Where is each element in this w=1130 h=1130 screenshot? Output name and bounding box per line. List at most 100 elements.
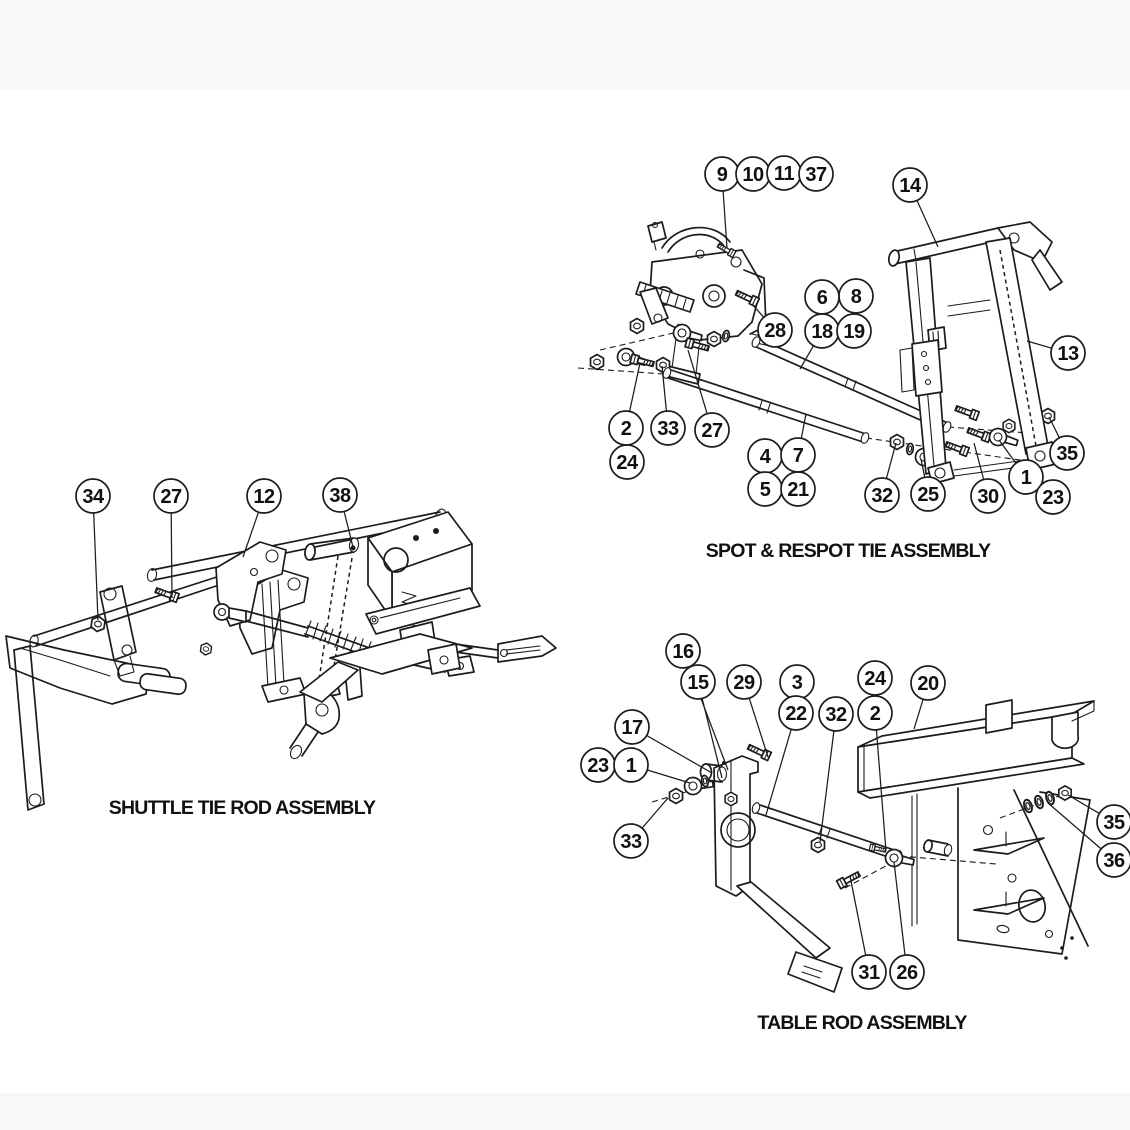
balloon-number: 35 — [1056, 443, 1078, 465]
balloon-circle — [798, 156, 834, 192]
balloon-circle — [650, 410, 686, 446]
callout-balloon-23: 23 — [580, 747, 616, 783]
balloon-number: 15 — [687, 672, 709, 694]
callout-balloon-17: 17 — [614, 709, 650, 745]
balloon-circle — [910, 476, 946, 512]
balloon-number: 11 — [774, 163, 795, 185]
callout-balloon-21: 21 — [780, 471, 816, 507]
callout-leader-29 — [748, 698, 769, 758]
balloon-circle — [153, 478, 189, 514]
balloon-number: 2 — [621, 418, 632, 440]
shuttle-assembly-title: SHUTTLE TIE ROD ASSEMBLY — [109, 797, 376, 819]
balloon-number: 14 — [899, 175, 922, 197]
callout-leader-27 — [687, 349, 708, 414]
callout-balloon-20: 20 — [910, 665, 946, 701]
balloon-number: 2 — [870, 703, 881, 725]
balloon-number: 12 — [253, 486, 275, 508]
balloon-circle — [857, 695, 893, 731]
spot-respot-assembly-title: SPOT & RESPOT TIE ASSEMBLY — [706, 540, 991, 562]
balloon-circle — [1096, 842, 1130, 878]
callout-balloon-24: 24 — [857, 660, 893, 696]
callout-leader-17 — [646, 734, 713, 774]
callout-leader-7 — [800, 413, 807, 439]
callout-leader-15 — [701, 698, 723, 779]
callout-leader-20 — [913, 699, 924, 730]
table-rod-assembly-title: TABLE ROD ASSEMBLY — [757, 1012, 967, 1034]
callout-balloon-33: 33 — [613, 823, 649, 859]
callout-balloon-16: 16 — [665, 633, 701, 669]
balloon-number: 24 — [616, 452, 639, 474]
callout-balloon-3: 3 — [779, 664, 815, 700]
balloon-number: 10 — [742, 164, 764, 186]
balloon-number: 9 — [717, 164, 728, 186]
balloon-circle — [246, 478, 282, 514]
balloon-circle — [836, 313, 872, 349]
balloon-circle — [851, 954, 887, 990]
balloon-circle — [680, 664, 716, 700]
balloon-circle — [970, 478, 1006, 514]
callout-balloon-15: 15 — [680, 664, 716, 700]
balloon-circle — [75, 478, 111, 514]
callout-balloon-27: 27 — [694, 412, 730, 448]
balloon-number: 33 — [657, 418, 679, 440]
balloon-number: 36 — [1103, 850, 1125, 872]
callout-balloon-28: 28 — [757, 312, 793, 348]
callout-balloon-2: 2 — [857, 695, 893, 731]
callout-balloon-22: 22 — [778, 695, 814, 731]
balloon-circle — [864, 477, 900, 513]
balloon-number: 32 — [825, 704, 847, 726]
callout-balloon-24: 24 — [609, 444, 645, 480]
callout-balloon-26: 26 — [889, 954, 925, 990]
balloon-number: 27 — [701, 420, 723, 442]
balloon-number: 23 — [587, 755, 609, 777]
balloon-number: 17 — [621, 717, 643, 739]
callout-balloon-1: 1 — [1008, 459, 1044, 495]
callout-leader-28 — [751, 303, 765, 318]
spot-respot-tie-drawing — [577, 221, 1063, 485]
balloon-circle — [613, 747, 649, 783]
callout-balloon-32: 32 — [864, 477, 900, 513]
callout-balloon-6: 6 — [804, 279, 840, 315]
callout-leader-1 — [998, 439, 1017, 464]
callout-balloon-13: 13 — [1050, 335, 1086, 371]
callout-balloon-35: 35 — [1049, 435, 1085, 471]
callout-balloon-35: 35 — [1096, 804, 1130, 840]
callout-balloon-19: 19 — [836, 313, 872, 349]
shuttle-tie-rod-drawing — [5, 508, 557, 811]
callout-leader-22 — [765, 729, 792, 816]
callout-leader-33 — [661, 365, 668, 412]
balloon-number: 4 — [760, 446, 772, 468]
balloon-number: 20 — [917, 673, 939, 695]
callout-balloon-34: 34 — [75, 478, 111, 514]
callout-leader-25 — [920, 458, 926, 478]
balloon-number: 24 — [864, 668, 887, 690]
balloon-number: 21 — [787, 479, 809, 501]
balloon-number: 16 — [672, 641, 694, 663]
top-margin-band — [0, 0, 1130, 90]
balloon-number: 37 — [805, 164, 827, 186]
balloon-circle — [889, 954, 925, 990]
callout-leader-2 — [628, 362, 641, 412]
balloon-number: 1 — [626, 755, 637, 777]
balloon-number: 23 — [1042, 487, 1064, 509]
balloon-circle — [778, 695, 814, 731]
balloon-number: 34 — [82, 486, 105, 508]
callout-balloon-11: 11 — [766, 155, 802, 191]
callout-leader-2 — [875, 729, 887, 852]
callout-leader-30 — [973, 442, 985, 480]
balloon-number: 31 — [858, 962, 880, 984]
balloon-circle — [1008, 459, 1044, 495]
balloon-number: 28 — [764, 320, 786, 342]
callout-balloon-29: 29 — [726, 664, 762, 700]
balloon-circle — [818, 696, 854, 732]
callout-leader-34 — [93, 512, 99, 621]
table-rod-drawing — [651, 699, 1095, 993]
callout-leader-14 — [916, 200, 939, 248]
callout-balloon-37: 37 — [798, 156, 834, 192]
balloon-number: 8 — [851, 286, 862, 308]
callout-balloon-33: 33 — [650, 410, 686, 446]
callout-leader-13 — [1026, 340, 1052, 349]
callout-balloon-9: 9 — [704, 156, 740, 192]
balloon-number: 13 — [1057, 343, 1079, 365]
